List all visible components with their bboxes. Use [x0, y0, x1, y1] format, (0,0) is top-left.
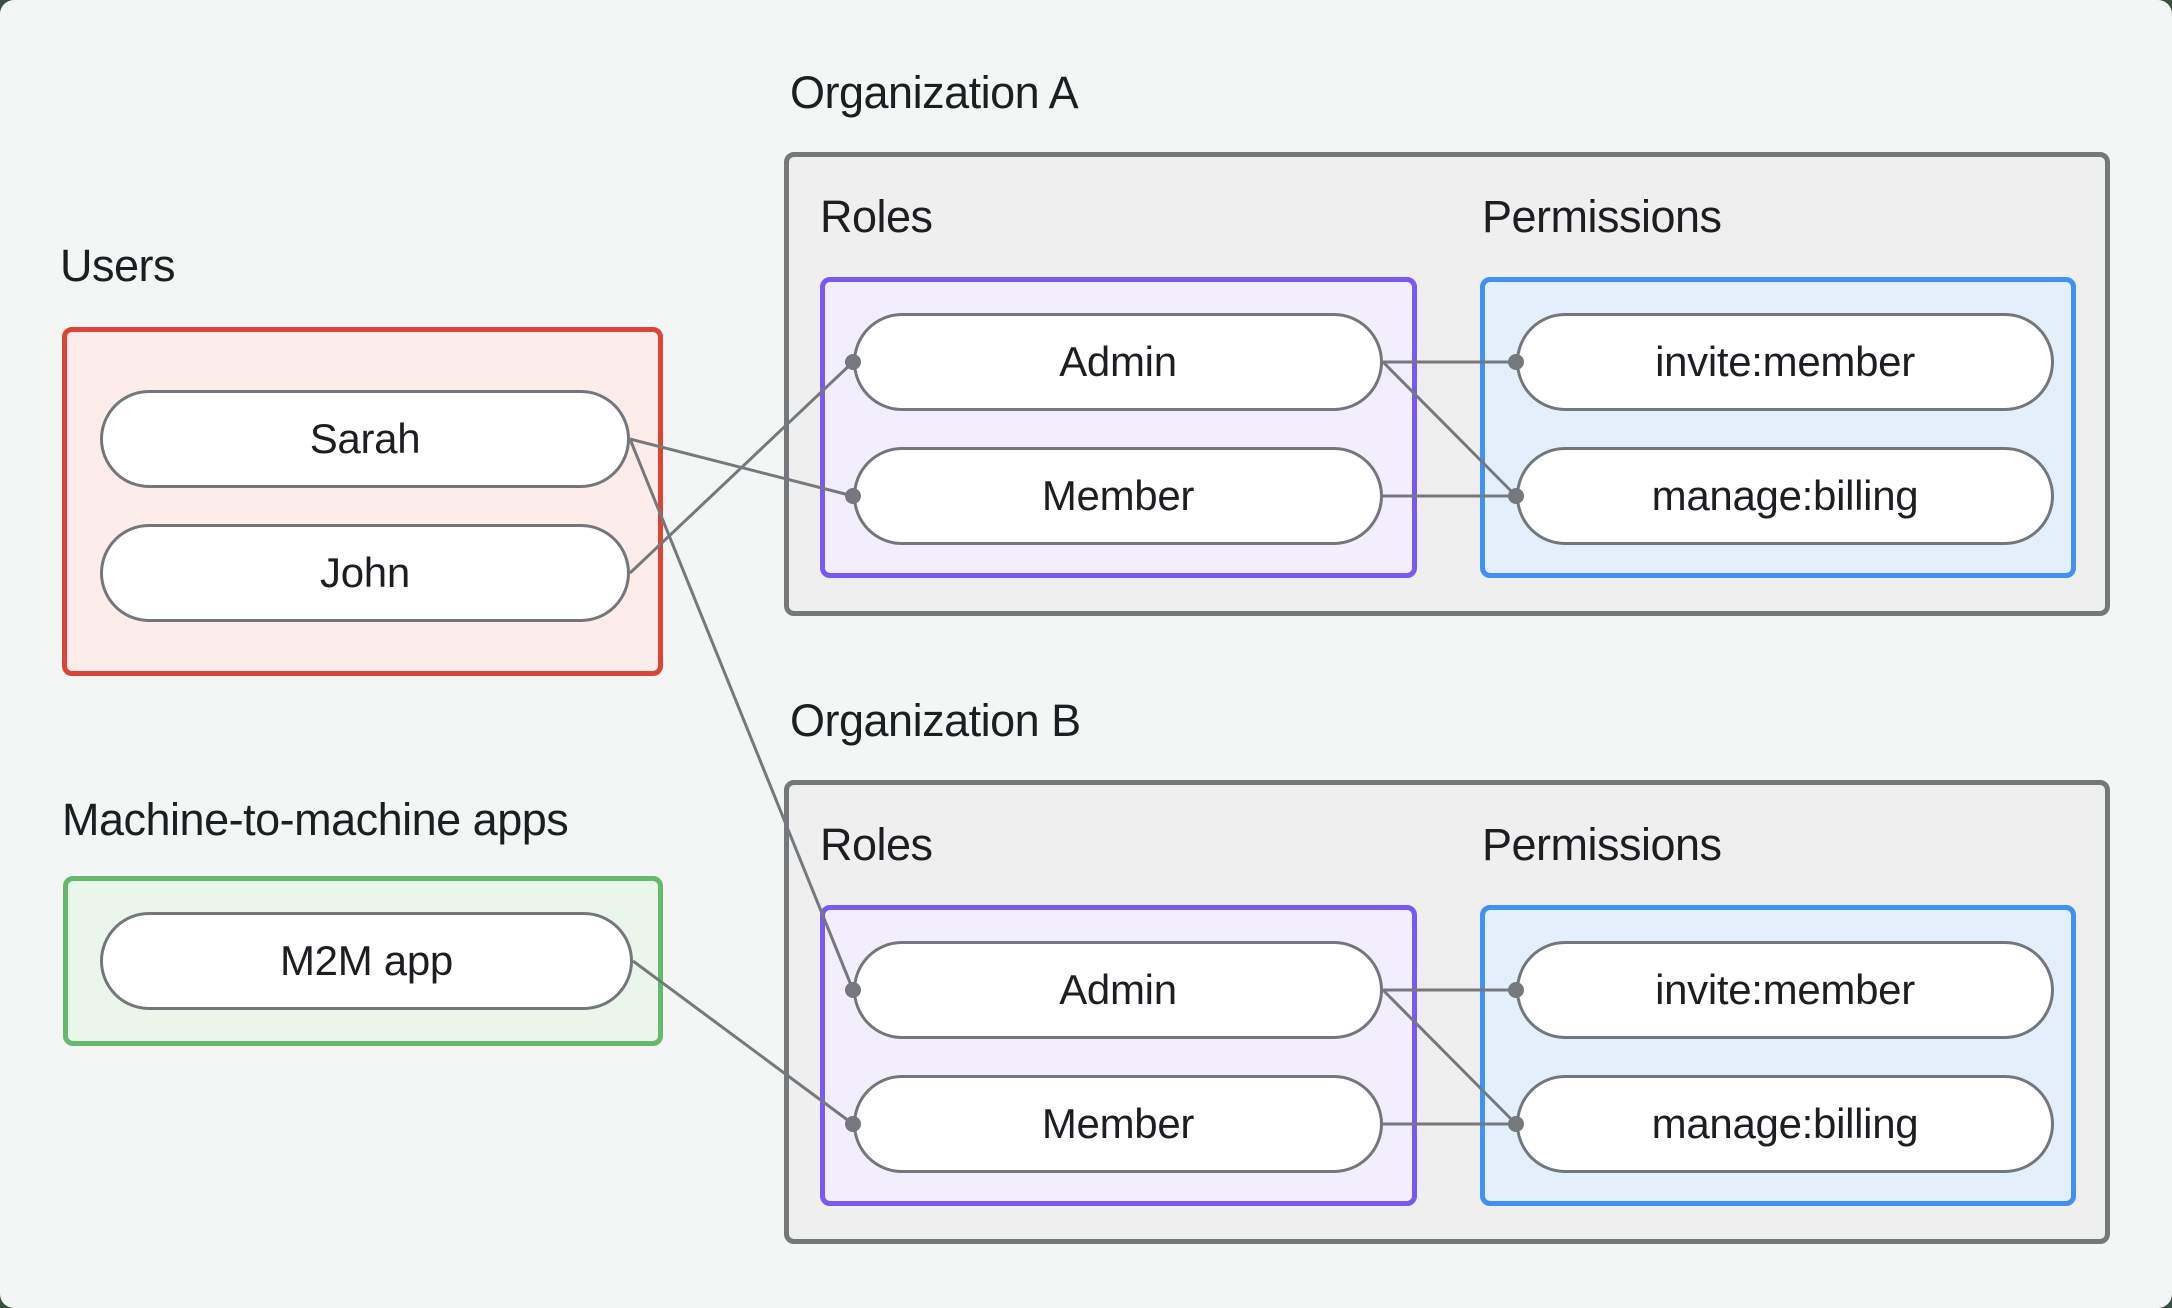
org-a-title: Organization A — [790, 67, 1079, 118]
org-a-role-admin: Admin — [853, 313, 1383, 411]
org-b-permission-manage-billing: manage:billing — [1516, 1075, 2054, 1173]
org-a-permissions-label: Permissions — [1482, 191, 1722, 242]
user-node-sarah: Sarah — [100, 390, 630, 488]
org-b-role-admin: Admin — [853, 941, 1383, 1039]
org-a-roles-label: Roles — [820, 191, 933, 242]
org-a-role-member: Member — [853, 447, 1383, 545]
m2m-node-app: M2M app — [100, 912, 633, 1010]
m2m-node-label: M2M app — [280, 937, 453, 984]
org-b-roles-label: Roles — [820, 819, 933, 870]
org-a-permission-manage-billing: manage:billing — [1516, 447, 2054, 545]
org-b-role-member: Member — [853, 1075, 1383, 1173]
org-b-title: Organization B — [790, 695, 1081, 746]
permission-node-label: invite:member — [1655, 338, 1915, 385]
users-group-box — [62, 327, 663, 676]
user-node-john: John — [100, 524, 630, 622]
permission-node-label: manage:billing — [1651, 472, 1919, 519]
role-node-label: Member — [1041, 1100, 1195, 1147]
org-a-permission-invite-member: invite:member — [1516, 313, 2054, 411]
role-node-label: Admin — [1059, 338, 1177, 385]
org-b-permissions-label: Permissions — [1482, 819, 1722, 870]
user-node-label: Sarah — [309, 415, 421, 462]
user-node-label: John — [320, 549, 410, 596]
role-node-label: Admin — [1059, 966, 1177, 1013]
org-b-permission-invite-member: invite:member — [1516, 941, 2054, 1039]
role-node-label: Member — [1041, 472, 1195, 519]
permission-node-label: manage:billing — [1651, 1100, 1919, 1147]
permission-node-label: invite:member — [1655, 966, 1915, 1013]
users-section-title: Users — [60, 240, 176, 291]
m2m-section-title: Machine-to-machine apps — [62, 794, 569, 845]
